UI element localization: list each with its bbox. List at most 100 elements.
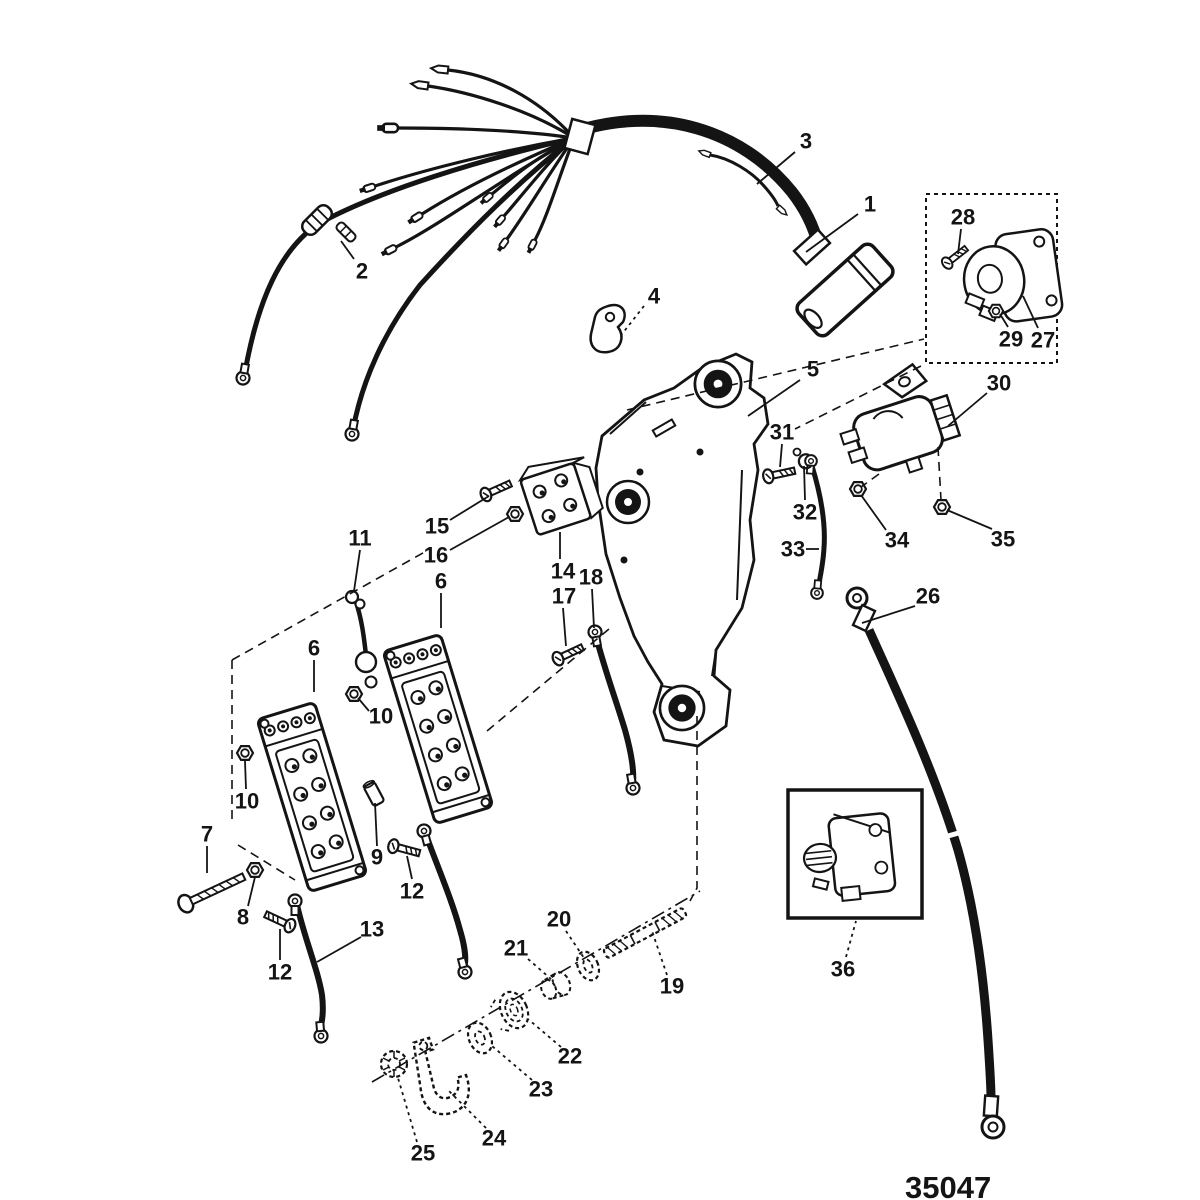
drawing-number: 35047 xyxy=(905,1170,991,1200)
link-strap-part-11 xyxy=(344,589,378,689)
callout-leader-10b xyxy=(244,760,247,790)
lock-washer-part-25 xyxy=(379,1049,409,1079)
callout-11: 11 xyxy=(348,526,371,551)
callout-32: 32 xyxy=(793,500,817,525)
callout-10a: 10 xyxy=(369,704,393,729)
callout-leader-34 xyxy=(860,494,887,531)
ring-terminal xyxy=(343,417,362,443)
sleeve-part-2 xyxy=(335,221,357,243)
callout-leader-22 xyxy=(527,1018,562,1048)
bushing-part-21 xyxy=(540,971,572,1000)
callout-12b: 12 xyxy=(268,960,292,985)
callout-leader-35 xyxy=(946,509,993,530)
ground-wire-part-13b xyxy=(414,821,475,982)
callout-leader-2 xyxy=(340,240,355,260)
callout-34: 34 xyxy=(885,528,910,553)
ground-wire-part-18 xyxy=(586,623,642,797)
callout-22: 22 xyxy=(558,1044,582,1069)
callout-14: 14 xyxy=(551,559,576,584)
harness-long-wires xyxy=(242,135,576,431)
harness-sleeve xyxy=(300,203,334,237)
spacer-part-9 xyxy=(362,779,385,807)
solenoid-inset-dashed xyxy=(925,193,1064,364)
switch-box-right-part-6 xyxy=(381,632,495,826)
construction-lines-layer xyxy=(231,338,942,1083)
washer-part-20 xyxy=(575,950,601,982)
wire-terminal xyxy=(495,236,511,254)
callout-5: 5 xyxy=(807,357,819,382)
callout-leader-36 xyxy=(845,920,857,958)
callout-leader-8 xyxy=(247,876,256,907)
switch-box-left-part-6 xyxy=(255,700,369,894)
callout-leader-23 xyxy=(491,1045,533,1081)
wire-terminal xyxy=(375,122,400,134)
callout-6a: 6 xyxy=(435,569,447,594)
callout-leader-11 xyxy=(353,549,361,592)
callout-leader-15 xyxy=(449,495,490,521)
callout-leader-4 xyxy=(621,305,645,335)
rubber-mount xyxy=(605,479,651,525)
callout-leader-24 xyxy=(447,1089,487,1129)
ground-wire-part-13 xyxy=(287,893,330,1045)
callout-20: 20 xyxy=(547,907,571,932)
regulator-part-14 xyxy=(517,456,604,536)
callout-29: 29 xyxy=(999,327,1023,352)
stud-part-19 xyxy=(602,907,688,959)
washer-part-23 xyxy=(466,1021,494,1055)
callout-15: 15 xyxy=(425,514,449,539)
callout-leader-29 xyxy=(999,313,1009,328)
callout-leader-12a xyxy=(406,855,413,880)
callout-3: 3 xyxy=(800,129,812,154)
callout-7: 7 xyxy=(201,822,213,847)
harness-connector-part-1 xyxy=(795,242,895,338)
construction-line-9 xyxy=(371,890,701,1083)
solenoid-part-27 xyxy=(962,228,1064,323)
construction-line-8 xyxy=(860,473,880,488)
wiring-harness xyxy=(234,63,895,443)
callout-31: 31 xyxy=(770,420,794,445)
clamp-part-4 xyxy=(589,303,626,354)
callout-leader-16 xyxy=(449,516,510,551)
callout-16: 16 xyxy=(424,543,448,568)
harness-branch-wires xyxy=(374,68,576,249)
callout-13: 13 xyxy=(360,917,384,942)
callout-25: 25 xyxy=(411,1141,435,1166)
callout-4: 4 xyxy=(648,284,661,309)
callout-leader-18 xyxy=(591,588,595,629)
wire-terminal xyxy=(409,79,430,91)
callout-9: 9 xyxy=(371,845,383,870)
callout-leader-9 xyxy=(374,802,378,847)
callout-23: 23 xyxy=(529,1077,553,1102)
callout-leader-1 xyxy=(805,213,859,253)
callout-leader-17 xyxy=(562,607,567,647)
callout-19: 19 xyxy=(660,974,684,999)
construction-line-5 xyxy=(626,338,925,411)
callout-10b: 10 xyxy=(235,789,259,814)
wire-terminal xyxy=(379,243,399,259)
clip-part-32 xyxy=(792,447,812,470)
callout-36: 36 xyxy=(831,957,855,982)
nut-part-8 xyxy=(245,861,265,879)
callout-8: 8 xyxy=(237,905,249,930)
construction-line-6 xyxy=(794,365,922,430)
bolt-part-7 xyxy=(177,872,247,914)
callout-27: 27 xyxy=(1031,328,1055,353)
wire-terminal xyxy=(357,181,377,195)
callout-leader-10a xyxy=(357,697,370,712)
construction-line-7 xyxy=(937,446,942,501)
callout-30: 30 xyxy=(987,371,1011,396)
callout-28: 28 xyxy=(951,205,975,230)
callout-1: 1 xyxy=(864,192,876,217)
construction-line-2 xyxy=(237,844,296,881)
callout-leader-5 xyxy=(747,379,801,417)
callout-12a: 12 xyxy=(400,879,424,904)
callout-18: 18 xyxy=(579,565,603,590)
screw-part-31 xyxy=(760,462,798,486)
callout-2: 2 xyxy=(356,259,368,284)
callout-leader-28 xyxy=(957,228,962,255)
battery-cable-part-26 xyxy=(845,586,1006,1140)
construction-line-4 xyxy=(689,716,698,902)
screw-part-12 xyxy=(385,836,423,862)
